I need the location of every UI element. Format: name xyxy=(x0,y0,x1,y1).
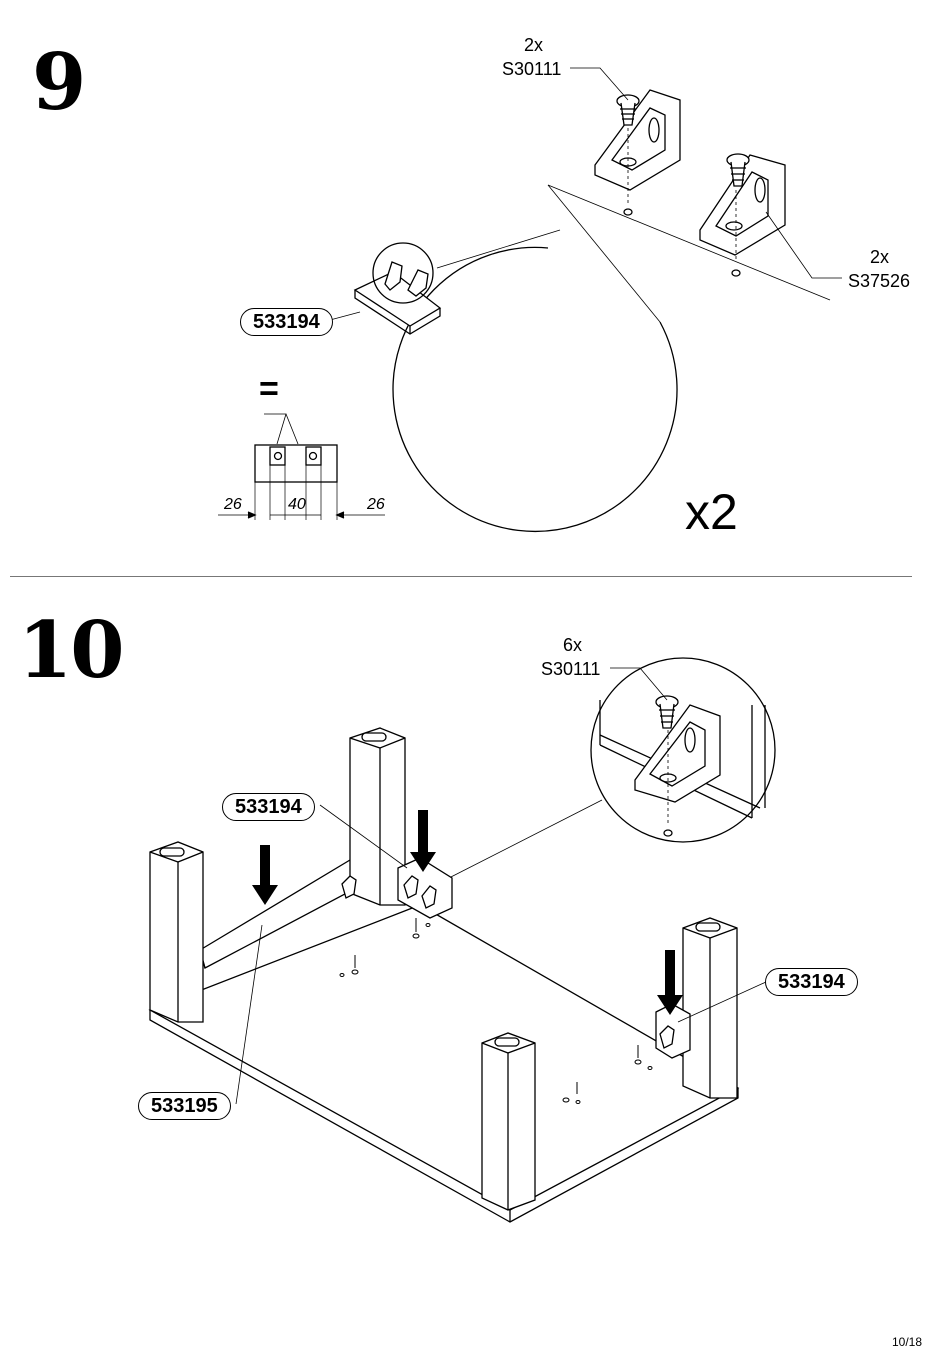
step9-top-view xyxy=(218,413,385,520)
page-number: 10/18 xyxy=(891,1335,922,1349)
bracket-qty-label: 2x xyxy=(870,247,890,267)
screw-qty-label: 2x xyxy=(524,35,544,55)
step10-blocks xyxy=(341,857,691,1059)
step10-leaders xyxy=(235,804,767,1105)
part-label-533194-top: 533194 xyxy=(222,793,315,821)
step-number-9: 9 xyxy=(32,37,86,128)
step-number-10: 10 xyxy=(18,605,125,696)
part-label-533195: 533195 xyxy=(138,1092,231,1120)
quantity-multiplier: x2 xyxy=(685,484,738,540)
dimension-middle: 40 xyxy=(288,496,306,513)
part-label-533194-right: 533194 xyxy=(765,968,858,996)
step9-detail-bracket-right xyxy=(627,128,786,277)
step9-detail-bracket-left xyxy=(594,89,681,216)
screw-code-label: S30111 xyxy=(502,59,562,79)
dimension-right: 26 xyxy=(367,496,385,513)
dimension-left: 26 xyxy=(224,496,242,513)
step10-tabletop xyxy=(148,904,740,1223)
step10-arrows xyxy=(252,810,683,1015)
step9-leaders xyxy=(436,67,842,279)
bracket-code-label: S37526 xyxy=(848,271,911,291)
step10-screws xyxy=(339,918,653,1104)
step10-legs xyxy=(149,727,738,1211)
section-divider xyxy=(10,576,912,577)
screw-code-label-10: S30111 xyxy=(541,659,601,679)
step10-detail-circle xyxy=(444,657,776,881)
screw-qty-label-10: 6x xyxy=(563,635,583,655)
step9-block xyxy=(329,242,442,335)
equals-sign: = xyxy=(259,370,279,408)
step9-detail-circle xyxy=(392,184,831,533)
part-label-533194: 533194 xyxy=(240,308,333,336)
